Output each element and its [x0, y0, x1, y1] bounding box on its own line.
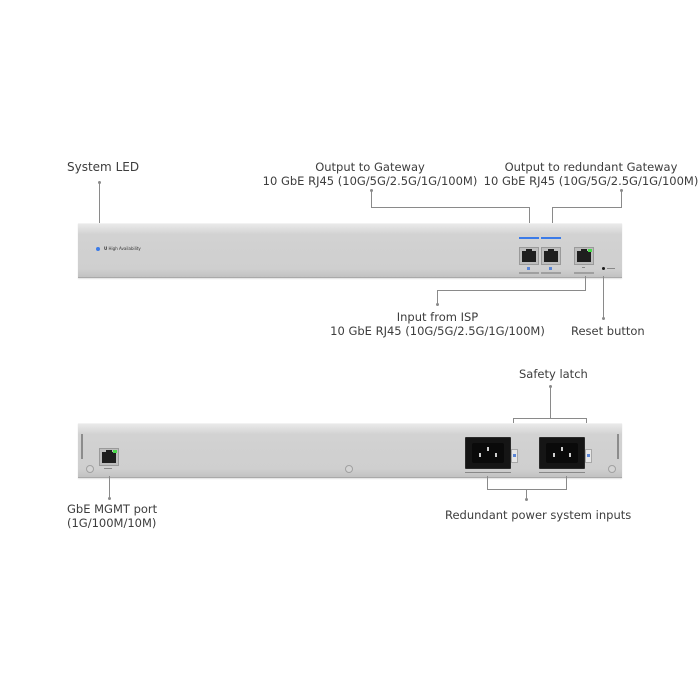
safety-latch-label: Safety latch	[519, 367, 588, 381]
screw-icon	[86, 465, 94, 473]
port-icon	[549, 267, 552, 270]
rail-edge	[617, 434, 619, 459]
leader-line	[550, 386, 551, 419]
safety-latch-2[interactable]	[585, 449, 592, 463]
power-rating-label	[465, 472, 511, 473]
port-icon	[582, 267, 585, 268]
port-label	[574, 272, 594, 274]
input-isp-callout: Input from ISP 10 GbE RJ45 (10G/5G/2.5G/…	[330, 310, 545, 338]
system-led-label: System LED	[67, 160, 140, 174]
leader-line	[552, 207, 622, 208]
rear-panel	[78, 423, 622, 478]
leader-line	[487, 489, 567, 490]
ha-badge-text: High Availability	[108, 246, 141, 251]
leader-line	[513, 418, 587, 419]
leader-line	[437, 290, 438, 304]
reset-button[interactable]	[602, 267, 605, 270]
screw-icon	[345, 465, 353, 473]
leader-line	[621, 190, 622, 208]
leader-line	[371, 207, 530, 208]
safety-latch-1[interactable]	[511, 449, 518, 463]
leader-line	[99, 182, 100, 248]
output-gateway-callout: Output to Gateway 10 GbE RJ45 (10G/5G/2.…	[260, 160, 480, 188]
rail-edge	[81, 434, 83, 459]
leader-line	[109, 476, 110, 498]
high-availability-badge: U High Availability	[104, 246, 141, 251]
leader-line	[585, 276, 586, 291]
mgmt-rj45-port[interactable]	[99, 448, 119, 466]
port-label	[519, 272, 539, 274]
gateway-port-indicator	[519, 237, 539, 239]
reset-button-label: Reset button	[571, 324, 645, 338]
output-gateway-title: Output to Gateway	[315, 160, 425, 174]
rj45-port-gateway[interactable]	[519, 247, 539, 265]
mgmt-port-title: GbE MGMT port	[67, 502, 158, 516]
leader-line	[552, 207, 553, 223]
power-inputs-label: Redundant power system inputs	[445, 508, 632, 522]
port-icon	[527, 267, 530, 270]
mgmt-port-label	[104, 468, 112, 469]
leader-line	[566, 476, 567, 490]
front-panel: U High Availability	[78, 223, 622, 278]
ha-logo-icon: U	[104, 246, 108, 251]
rj45-port-isp[interactable]	[574, 247, 594, 265]
power-input-1[interactable]	[465, 437, 511, 469]
input-isp-title: Input from ISP	[396, 310, 479, 324]
mgmt-port-callout: GbE MGMT port (1G/100M/10M)	[67, 502, 157, 530]
leader-line	[487, 476, 488, 490]
input-isp-spec: 10 GbE RJ45 (10G/5G/2.5G/1G/100M)	[330, 324, 545, 338]
link-led	[588, 249, 592, 252]
leader-dot	[108, 497, 111, 500]
system-led	[96, 247, 100, 251]
leader-dot	[525, 498, 528, 501]
reset-label	[607, 268, 615, 269]
redundant-gateway-port-indicator	[541, 237, 561, 239]
output-redundant-gateway-callout: Output to redundant Gateway 10 GbE RJ45 …	[482, 160, 700, 188]
power-rating-label	[539, 472, 585, 473]
power-input-2[interactable]	[539, 437, 585, 469]
leader-dot	[602, 317, 605, 320]
link-led	[113, 450, 117, 453]
mgmt-port-spec: (1G/100M/10M)	[67, 516, 157, 530]
leader-line	[603, 276, 604, 318]
leader-dot	[436, 303, 439, 306]
leader-line	[437, 290, 586, 291]
leader-line	[371, 190, 372, 208]
output-redundant-gateway-spec: 10 GbE RJ45 (10G/5G/2.5G/1G/100M)	[483, 174, 699, 188]
port-label	[541, 272, 561, 274]
leader-line	[526, 489, 527, 499]
output-gateway-spec: 10 GbE RJ45 (10G/5G/2.5G/1G/100M)	[262, 174, 478, 188]
leader-line	[529, 207, 530, 223]
rj45-port-redundant-gateway[interactable]	[541, 247, 561, 265]
output-redundant-gateway-title: Output to redundant Gateway	[504, 160, 678, 174]
screw-icon	[608, 465, 616, 473]
